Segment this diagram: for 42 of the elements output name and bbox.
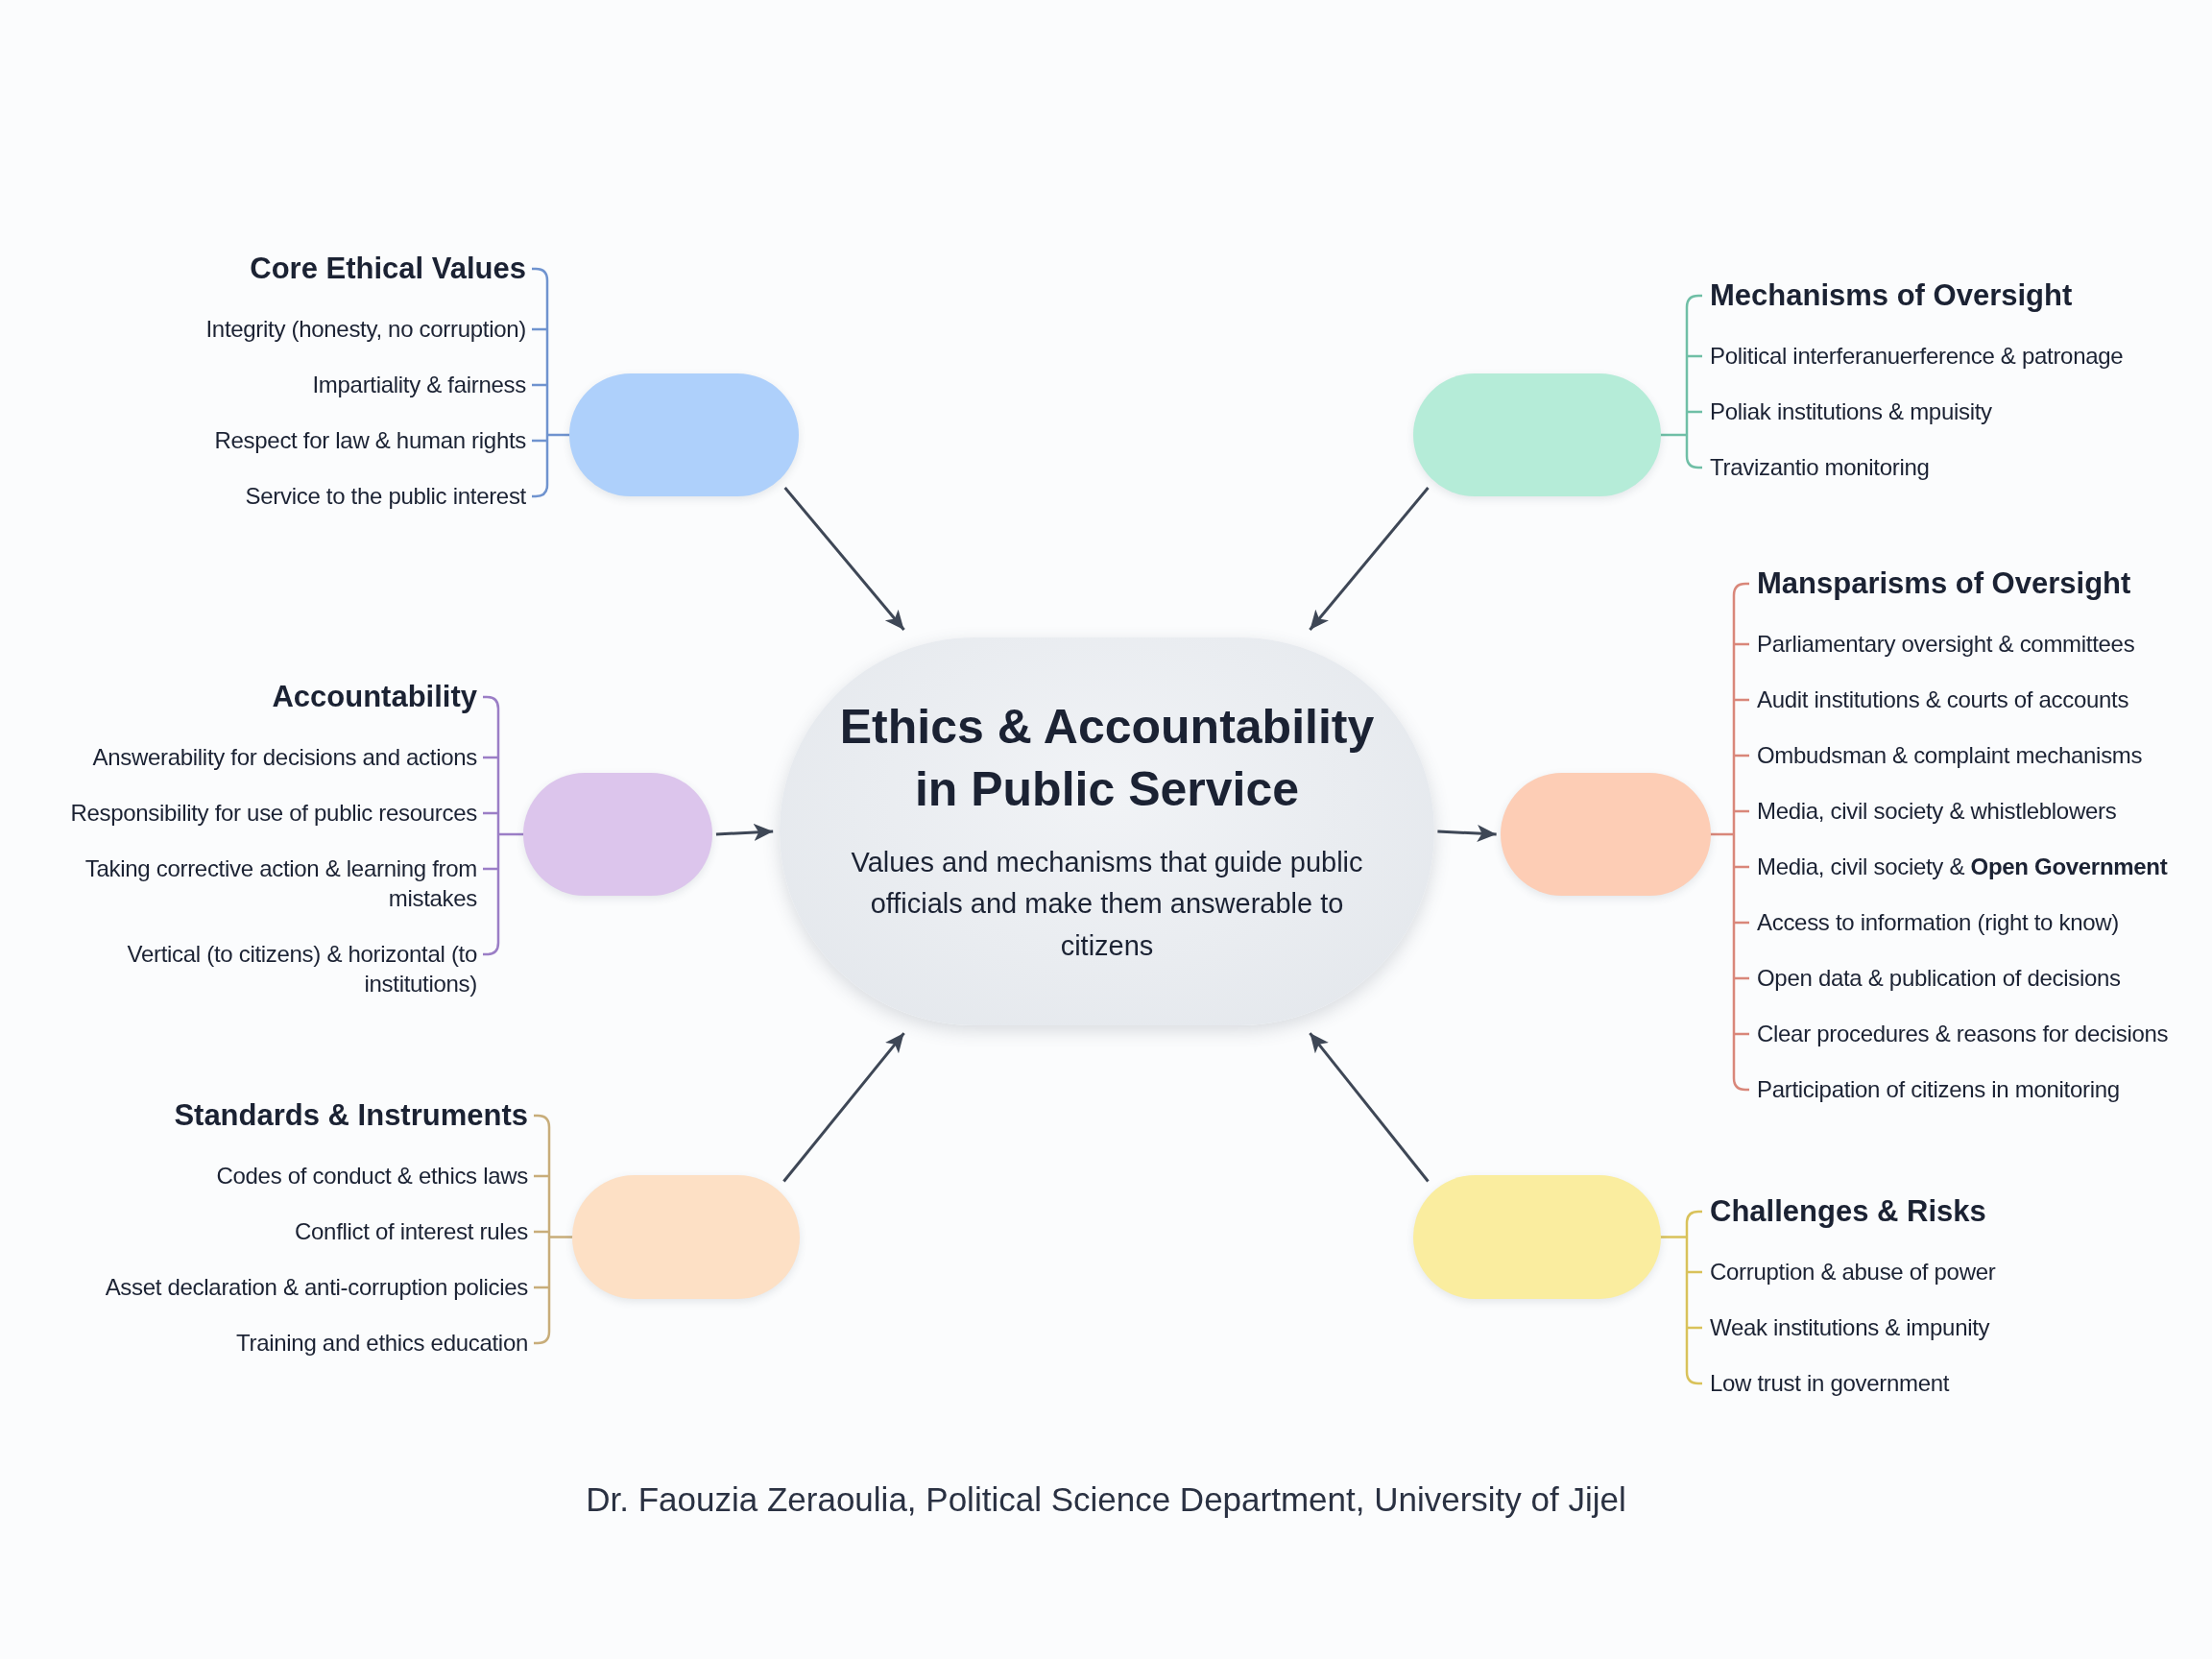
branch-item: Impartiality & fairness	[312, 371, 526, 399]
branch-heading: Challenges & Risks	[1710, 1194, 1986, 1229]
branch-item: Media, civil society & Open Government	[1757, 853, 2168, 881]
branch-item: Respect for law & human rights	[214, 426, 526, 455]
branch-item: Audit institutions & courts of accounts	[1757, 685, 2129, 714]
branch-item: Weak institutions & impunity	[1710, 1313, 1990, 1342]
branch-item: Asset declaration & anti-corruption policies	[105, 1273, 528, 1302]
branch-item: Service to the public interest	[245, 482, 526, 511]
branch-heading: Standards & Instruments	[174, 1098, 528, 1133]
branch-heading: Accountability	[272, 680, 477, 714]
branch-item: Answerability for decisions and actions	[92, 743, 477, 772]
central-title: Ethics & Accountability in Public Service	[838, 698, 1376, 818]
branch-item: Integrity (honesty, no corruption)	[205, 315, 526, 344]
branch-item: Clear procedures & reasons for decisions	[1757, 1020, 2169, 1048]
branch-item: Responsibility for use of public resources	[70, 799, 477, 828]
branch-item: Training and ethics education	[236, 1329, 528, 1358]
arrow	[1309, 487, 1430, 631]
branch-item: Travizantio monitoring	[1710, 453, 1930, 482]
branch-item: Taking corrective action & learning from mistakes	[84, 854, 477, 913]
branch-item: Codes of conduct & ethics laws	[216, 1162, 528, 1190]
branch-item: Ombudsman & complaint mechanisms	[1757, 741, 2143, 770]
branch-item: Parliamentary oversight & committees	[1757, 630, 2135, 659]
branch-item: Political interferanuerference & patronage	[1710, 342, 2124, 371]
branch-heading: Core Ethical Values	[250, 252, 526, 286]
branch-item: Corruption & abuse of power	[1710, 1258, 1996, 1286]
branch-heading: Mechanisms of Oversight	[1710, 278, 2073, 313]
branch-heading: Mansparisms of Oversight	[1757, 566, 2131, 601]
caption: Dr. Faouzia Zeraoulia, Political Science Department, University of Jijel	[585, 1480, 1627, 1519]
branch-item: Participation of citizens in monitoring	[1757, 1075, 2120, 1104]
arrow	[715, 824, 774, 841]
arrow	[1309, 1032, 1430, 1183]
branch-item: Media, civil society & whistleblowers	[1757, 797, 2117, 826]
branch-item: Low trust in government	[1710, 1369, 1950, 1398]
arrow	[783, 487, 905, 631]
branch-item: Poliak institutions & mpuisity	[1710, 397, 1992, 426]
arrow	[782, 1032, 905, 1183]
central-description: Values and mechanisms that guide public officials and make them answerable to citizens	[850, 845, 1364, 963]
arrow	[1437, 825, 1497, 842]
branch-item: Conflict of interest rules	[295, 1217, 528, 1246]
branch-item: Vertical (to citizens) & horizontal (to institutions)	[126, 940, 477, 998]
branch-item: Access to information (right to know)	[1757, 908, 2120, 937]
branch-item: Open data & publication of decisions	[1757, 964, 2121, 993]
